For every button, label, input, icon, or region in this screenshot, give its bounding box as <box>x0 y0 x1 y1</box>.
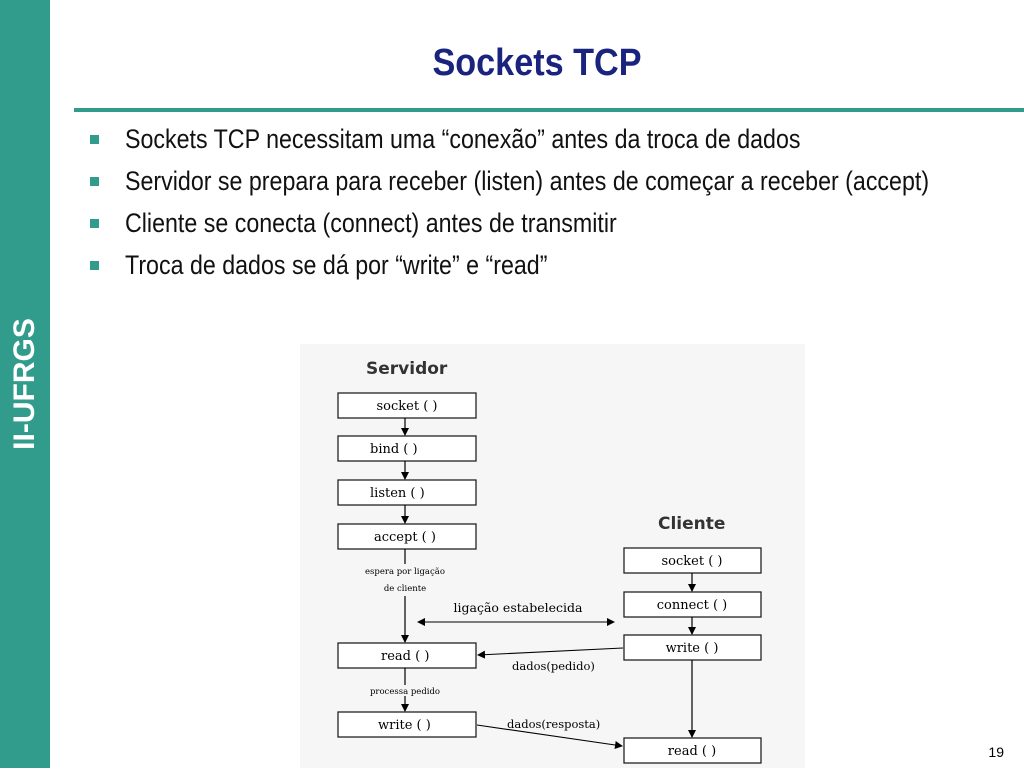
client-connect-label: connect ( ) <box>657 598 727 613</box>
process-label: processa pedido <box>370 687 440 697</box>
bullet-item: Sockets TCP necessitam uma “conexão” ant… <box>88 124 1008 154</box>
server-listen-box <box>337 479 477 506</box>
bullet-item: Cliente se conecta (connect) antes de tr… <box>88 208 1008 238</box>
slide-title: Sockets TCP <box>432 42 642 84</box>
request-arrow <box>477 647 624 659</box>
request-label: dados(pedido) <box>512 659 595 673</box>
client-write-label: write ( ) <box>666 641 719 656</box>
server-accept-box <box>337 523 477 550</box>
tcp-socket-diagram: Servidor Cliente socket ( ) bind ( ) lis… <box>300 344 805 768</box>
bullet-text: Servidor se prepara para receber (listen… <box>125 166 930 196</box>
sidebar: II-UFRGS <box>0 0 50 768</box>
server-write-box <box>337 711 477 738</box>
client-read-box <box>623 737 762 764</box>
server-bind-box <box>337 435 477 462</box>
server-listen-label: listen ( ) <box>370 486 425 501</box>
bullet-text: Sockets TCP necessitam uma “conexão” ant… <box>125 124 801 154</box>
bullet-item: Servidor se prepara para receber (listen… <box>88 166 1008 196</box>
client-read-label: read ( ) <box>668 744 716 759</box>
bullet-square-icon <box>90 219 99 228</box>
bullet-square-icon <box>90 135 99 144</box>
bullet-square-icon <box>90 261 99 270</box>
server-read-box <box>337 642 477 669</box>
server-socket-label: socket ( ) <box>377 399 438 414</box>
server-title: Servidor <box>366 359 448 379</box>
wait-label-line2: de cliente <box>384 584 426 594</box>
client-socket-label: socket ( ) <box>662 554 723 569</box>
diagram-canvas: Servidor Cliente socket ( ) bind ( ) lis… <box>337 359 762 764</box>
server-write-label: write ( ) <box>378 718 431 733</box>
response-label: dados(resposta) <box>507 717 600 731</box>
server-accept-label: accept ( ) <box>374 530 436 545</box>
bullet-list: Sockets TCP necessitam uma “conexão” ant… <box>88 124 1008 292</box>
client-title: Cliente <box>658 514 725 534</box>
client-connect-box <box>623 591 762 618</box>
sidebar-logo-text: II-UFRGS <box>8 318 41 450</box>
title-divider <box>74 108 1024 112</box>
bullet-text: Cliente se conecta (connect) antes de tr… <box>125 208 617 238</box>
client-socket-box <box>623 547 762 574</box>
wait-label-line1: espera por ligação <box>365 566 445 577</box>
server-bind-label: bind ( ) <box>370 442 418 457</box>
bullet-text: Troca de dados se dá por “write” e “read… <box>125 250 548 280</box>
response-arrow <box>476 724 623 749</box>
server-read-label: read ( ) <box>381 649 429 664</box>
page-number: 19 <box>988 744 1004 760</box>
bullet-square-icon <box>90 177 99 186</box>
server-socket-box <box>337 392 477 419</box>
bullet-item: Troca de dados se dá por “write” e “read… <box>88 250 1008 280</box>
connection-label: ligação estabelecida <box>454 600 583 615</box>
